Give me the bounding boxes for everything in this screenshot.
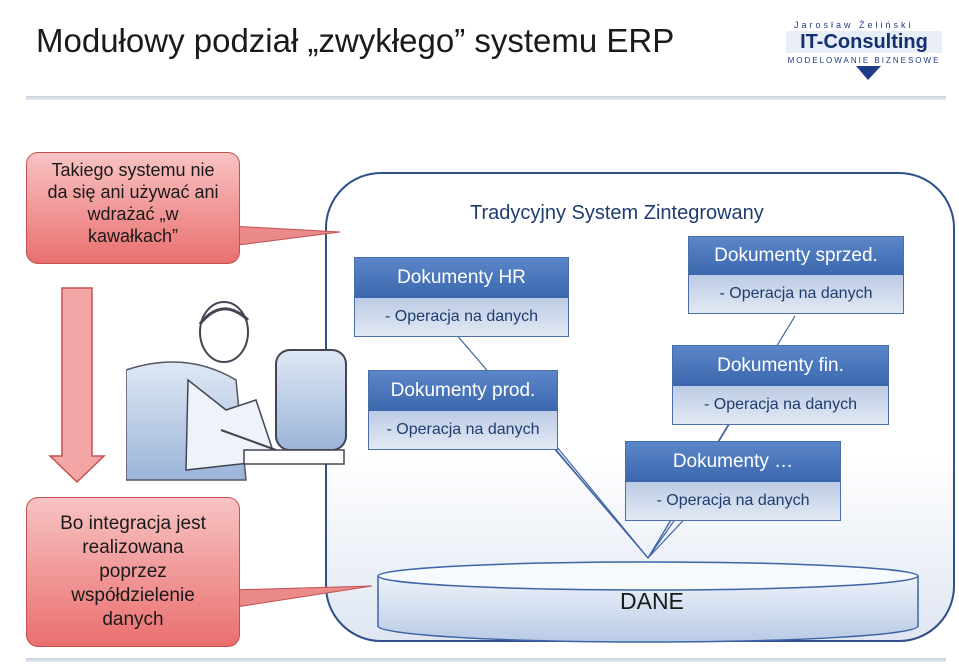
callout-top-line: Takiego systemu nie (51, 160, 215, 180)
module-hr: Dokumenty HR - Operacja na danych (354, 257, 569, 337)
header-divider (26, 96, 946, 100)
logo-triangle-icon (856, 66, 881, 80)
module-fin-body: - Operacja na danych (673, 386, 888, 424)
callout-bottom-line: poprzez (99, 561, 167, 582)
logo-name: IT-Consulting (786, 31, 942, 53)
module-other-title: Dokumenty … (626, 442, 840, 482)
system-title: Tradycyjny System Zintegrowany (470, 202, 764, 224)
down-arrow-icon (48, 287, 106, 484)
callout-bottom-line: współdzielenie (71, 585, 195, 606)
callout-top: Takiego systemu nie da się ani używać an… (26, 152, 240, 264)
module-other: Dokumenty … - Operacja na danych (625, 441, 841, 521)
module-other-body: - Operacja na danych (626, 482, 840, 520)
module-fin: Dokumenty fin. - Operacja na danych (672, 345, 889, 425)
page-title: Modułowy podział „zwykłego” systemu ERP (36, 22, 675, 59)
database-label: DANE (620, 588, 684, 614)
database-cylinder-icon (377, 561, 919, 643)
callout-bottom-pointer (229, 585, 373, 609)
callout-bottom-line: danych (102, 609, 164, 630)
callout-bottom-line: Bo integracja jest (60, 513, 206, 534)
footer-divider (26, 658, 946, 662)
module-hr-title: Dokumenty HR (355, 258, 568, 298)
company-logo: Jarosław Żeliński IT-Consulting MODELOWA… (786, 20, 946, 82)
callout-bottom-line: realizowana (82, 537, 184, 558)
module-prod-title: Dokumenty prod. (369, 371, 557, 411)
logo-tagline: MODELOWANIE BIZNESOWE (787, 56, 941, 65)
module-fin-title: Dokumenty fin. (673, 346, 888, 386)
person-at-computer-icon (126, 301, 347, 481)
callout-bottom: Bo integracja jest realizowana poprzez w… (26, 497, 240, 647)
module-sales-title: Dokumenty sprzed. (689, 237, 903, 275)
callout-top-pointer (229, 225, 341, 247)
module-sales: Dokumenty sprzed. - Operacja na danych (688, 236, 904, 314)
callout-top-line: wdrażać „w (87, 204, 179, 224)
module-prod-body: - Operacja na danych (369, 411, 557, 449)
module-sales-body: - Operacja na danych (689, 275, 903, 313)
callout-top-line: da się ani używać ani (47, 182, 219, 202)
module-hr-body: - Operacja na danych (355, 298, 568, 336)
callout-top-line: kawałkach” (87, 226, 179, 246)
module-prod: Dokumenty prod. - Operacja na danych (368, 370, 558, 450)
logo-author: Jarosław Żeliński (794, 20, 914, 30)
